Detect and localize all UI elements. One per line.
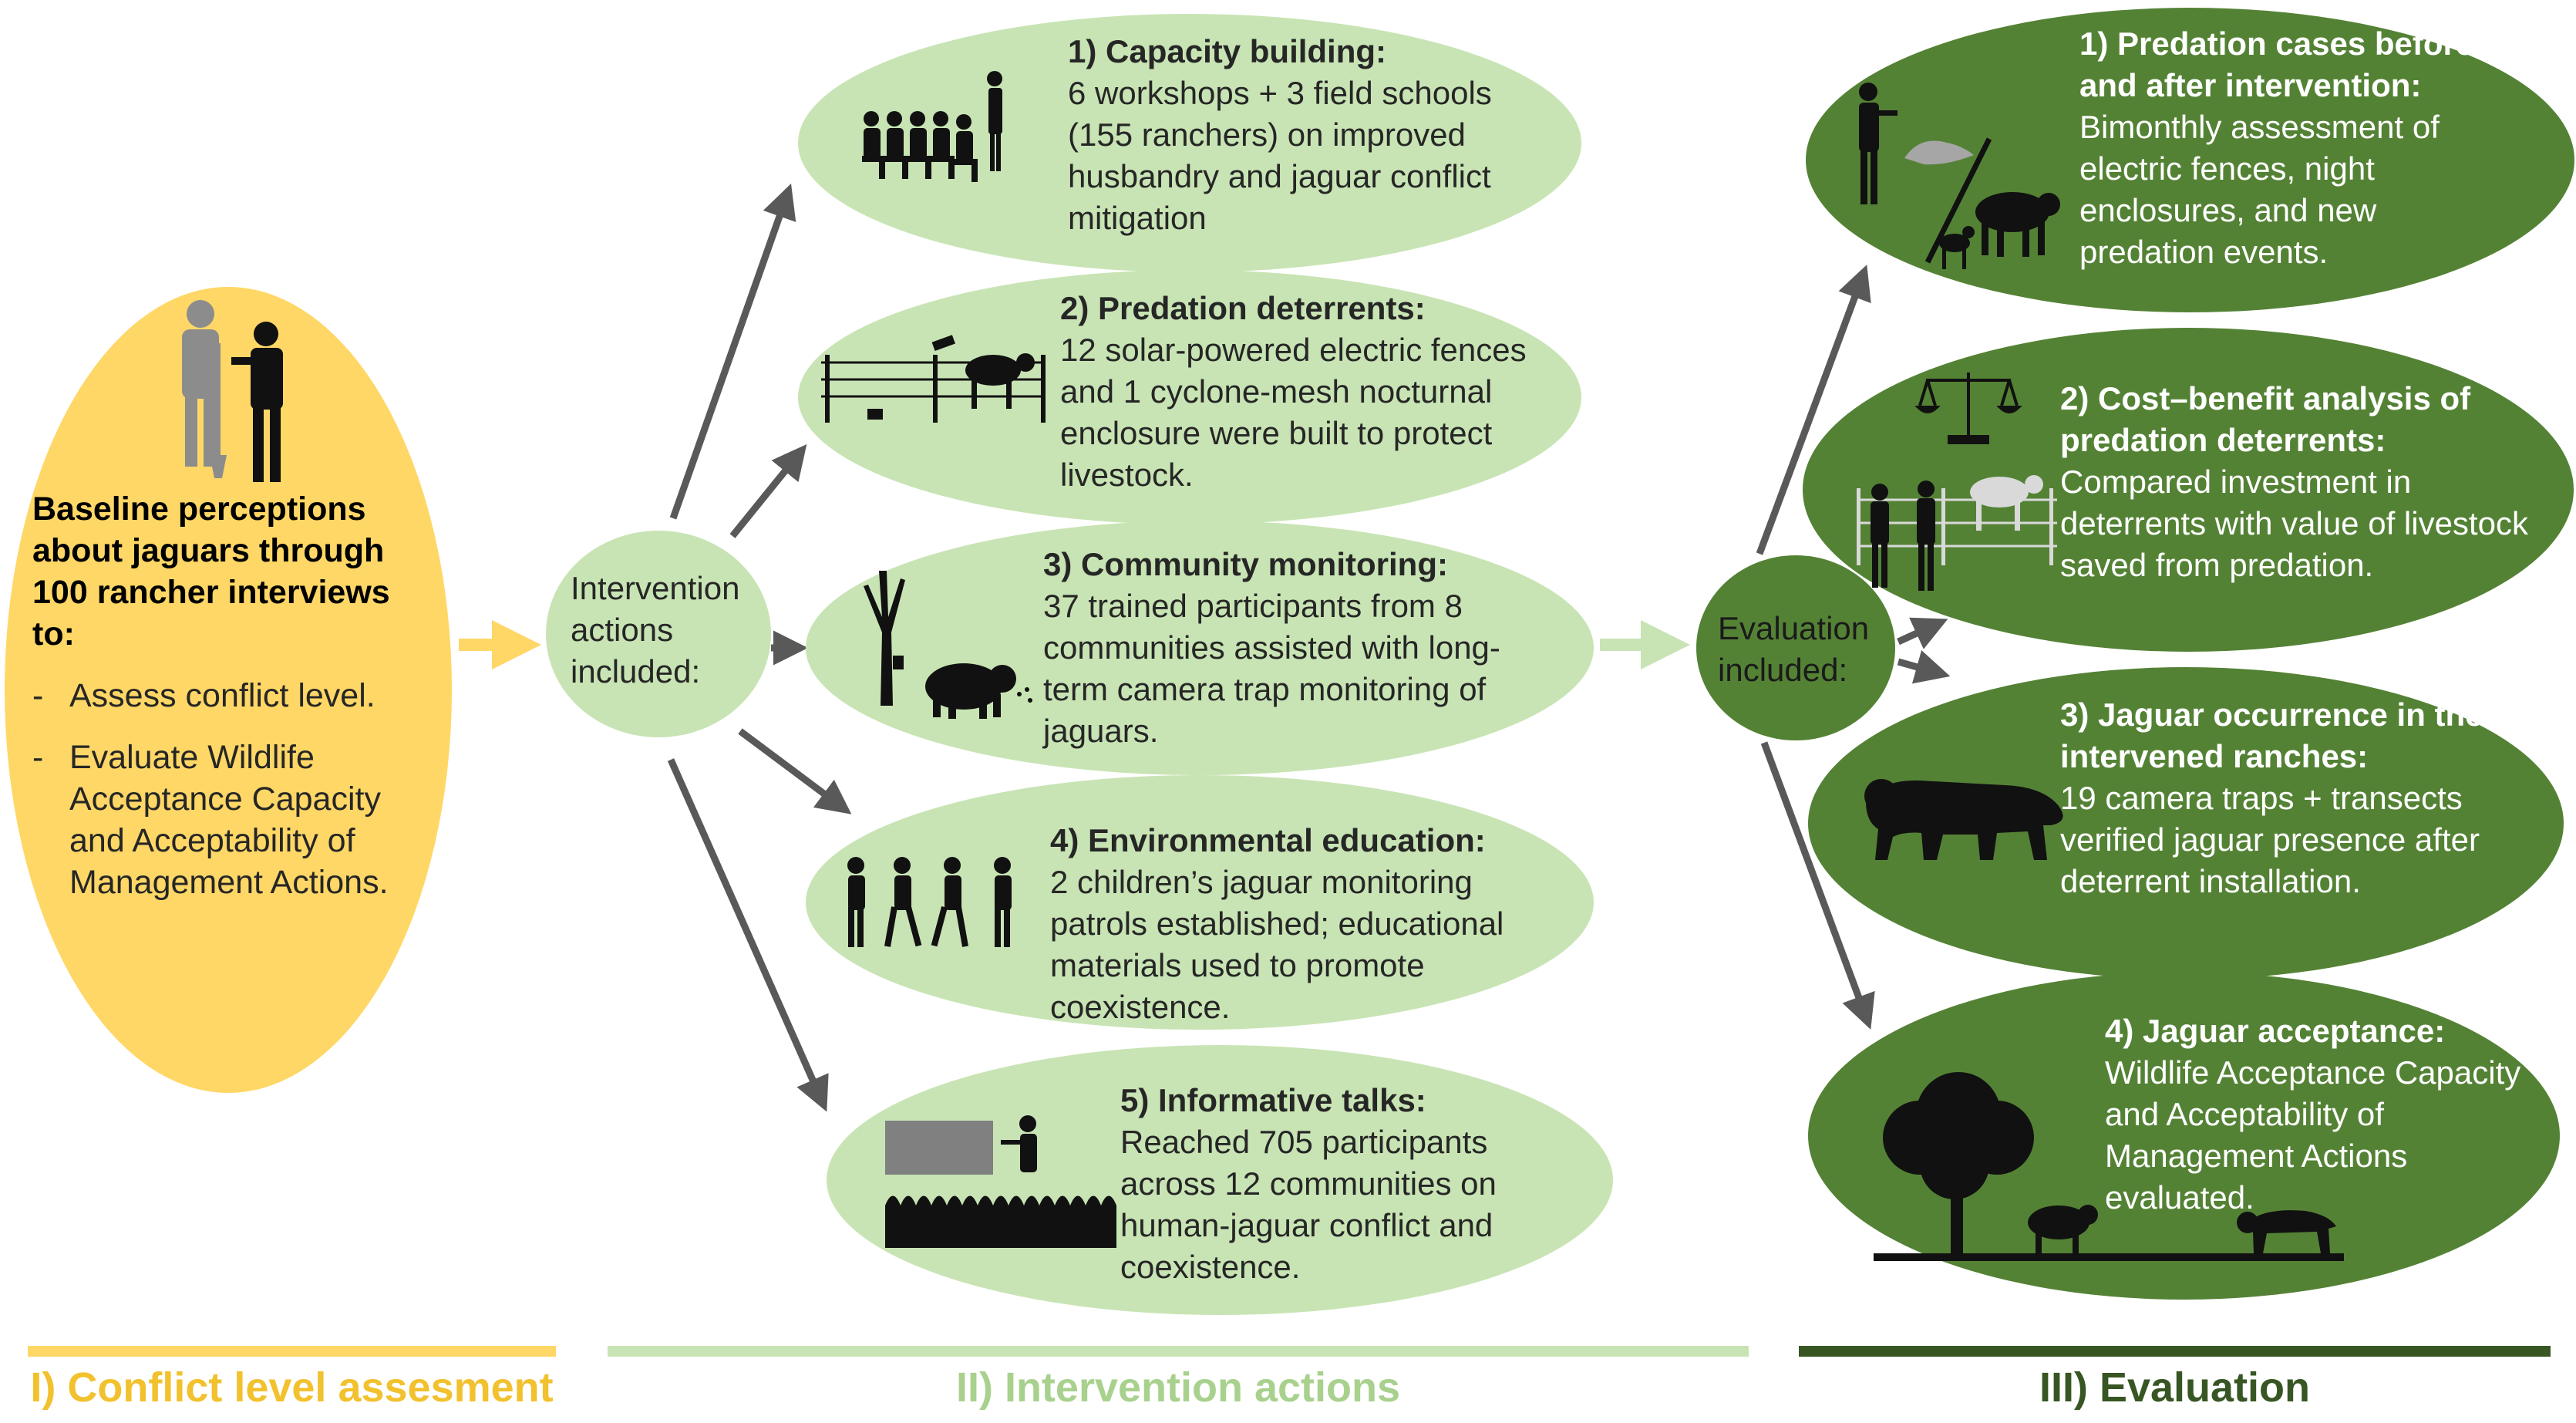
intervention-text-2: 2) Predation deterrents: 12 solar-powere…: [1060, 288, 1546, 496]
evaluation-body-1: Bimonthly assessment of electric fences,…: [2079, 109, 2440, 270]
arrow-to-acceptance: [1760, 741, 1875, 1030]
evaluation-title-1: 1) Predation cases before and after inte…: [2079, 25, 2474, 103]
intervention-body-4: 2 children’s jaguar monitoring patrols e…: [1050, 864, 1504, 1025]
intervention-text-4: 4) Environmental education: 2 children’s…: [1050, 820, 1555, 1028]
presentation-icon: [885, 1115, 1116, 1248]
evaluation-title-3: 3) Jaguar occurrence in the intervened r…: [2060, 696, 2483, 774]
ranchers-fence-icon: [1857, 475, 2057, 591]
intervention-ellipse-5: [827, 1045, 1613, 1315]
intervention-hub: [546, 531, 771, 737]
intervention-body-3: 37 trained participants from 8 communiti…: [1043, 588, 1500, 749]
arrow-to-occurrence: [1897, 650, 1951, 684]
intervention-title-5: 5) Informative talks:: [1120, 1082, 1426, 1118]
intervention-ellipse-4: [806, 775, 1594, 1030]
intervention-title-2: 2) Predation deterrents:: [1060, 290, 1426, 326]
intervention-title-1: 1) Capacity building:: [1068, 33, 1387, 69]
intervention-body-2: 12 solar-powered electric fences and 1 c…: [1060, 332, 1527, 493]
arrow-to-predation-cases: [1756, 265, 1871, 555]
intervention-ellipse-3: [806, 521, 1594, 775]
evaluation-text-1: 1) Predation cases before and after inte…: [2079, 23, 2511, 273]
evaluation-text-4: 4) Jaguar acceptance: Wildlife Acceptanc…: [2105, 1010, 2521, 1219]
phase1-label: I) Conflict level assesment: [30, 1364, 554, 1411]
phase1-bar: [28, 1346, 556, 1357]
arrow-to-capacity: [669, 184, 796, 520]
intervention-ellipse-1: [798, 14, 1581, 272]
arrow-to-cost-benefit: [1897, 617, 1948, 649]
arrow-to-talks: [667, 758, 829, 1112]
evaluation-title-2: 2) Cost–benefit analysis of predation de…: [2060, 380, 2471, 458]
farmers-icon: [182, 300, 283, 482]
children-patrol-icon: [847, 857, 1012, 947]
jaguar-icon: [1864, 779, 2063, 860]
predation-icon: [1859, 83, 2060, 269]
balance-scale-icon: [1914, 373, 2022, 444]
electric-fence-icon: [821, 335, 1046, 423]
evaluation-text-3: 3) Jaguar occurrence in the intervened r…: [2060, 694, 2538, 902]
evaluation-hub-label: Evaluation included:: [1718, 610, 1870, 688]
phase2-label: II) Intervention actions: [955, 1364, 1401, 1411]
phase3-bar: [1799, 1346, 2551, 1357]
intervention-body-5: Reached 705 participants across 12 commu…: [1120, 1124, 1497, 1285]
phase3-label: III) Evaluation: [2039, 1364, 2311, 1411]
intervention-title-3: 3) Community monitoring:: [1043, 546, 1448, 582]
phase2-bar: [608, 1346, 1749, 1357]
intervention-hub-label: Intervention actions included:: [571, 570, 740, 690]
tree-livestock-jaguar-icon: [1874, 1072, 2344, 1261]
intervention-body-1: 6 workshops + 3 field schools (155 ranch…: [1068, 75, 1492, 236]
baseline-bullet-1: -Assess conflict level.: [32, 677, 375, 714]
intervention-text-1: 1) Capacity building: 6 workshops + 3 fi…: [1068, 31, 1538, 239]
audience-icon: [862, 71, 1002, 182]
intervention-text-3: 3) Community monitoring: 37 trained part…: [1043, 544, 1552, 752]
evaluation-body-4: Wildlife Acceptance Capacity and Accepta…: [2105, 1054, 2521, 1216]
intervention-text-5: 5) Informative talks: Reached 705 partic…: [1120, 1080, 1583, 1288]
arrow-to-education: [738, 728, 852, 814]
evaluation-body-2: Compared investment in deterrents with v…: [2060, 464, 2528, 583]
baseline-bullet-2: -Evaluate Wildlife Acceptance Capacity a…: [32, 739, 389, 901]
evaluation-body-3: 19 camera traps + transects verified jag…: [2060, 780, 2480, 899]
baseline-text-block: Baseline perceptions about jaguars throu…: [32, 488, 406, 903]
intervention-title-4: 4) Environmental education:: [1050, 822, 1486, 858]
evaluation-text-2: 2) Cost–benefit analysis of predation de…: [2060, 378, 2538, 586]
evaluation-title-4: 4) Jaguar acceptance:: [2105, 1013, 2446, 1049]
baseline-ellipse: [5, 287, 452, 1093]
arrow-to-deterrents: [729, 444, 807, 538]
camera-trap-icon: [864, 571, 1032, 719]
evaluation-hub: [1696, 555, 1895, 740]
baseline-title: Baseline perceptions about jaguars throu…: [32, 491, 390, 652]
